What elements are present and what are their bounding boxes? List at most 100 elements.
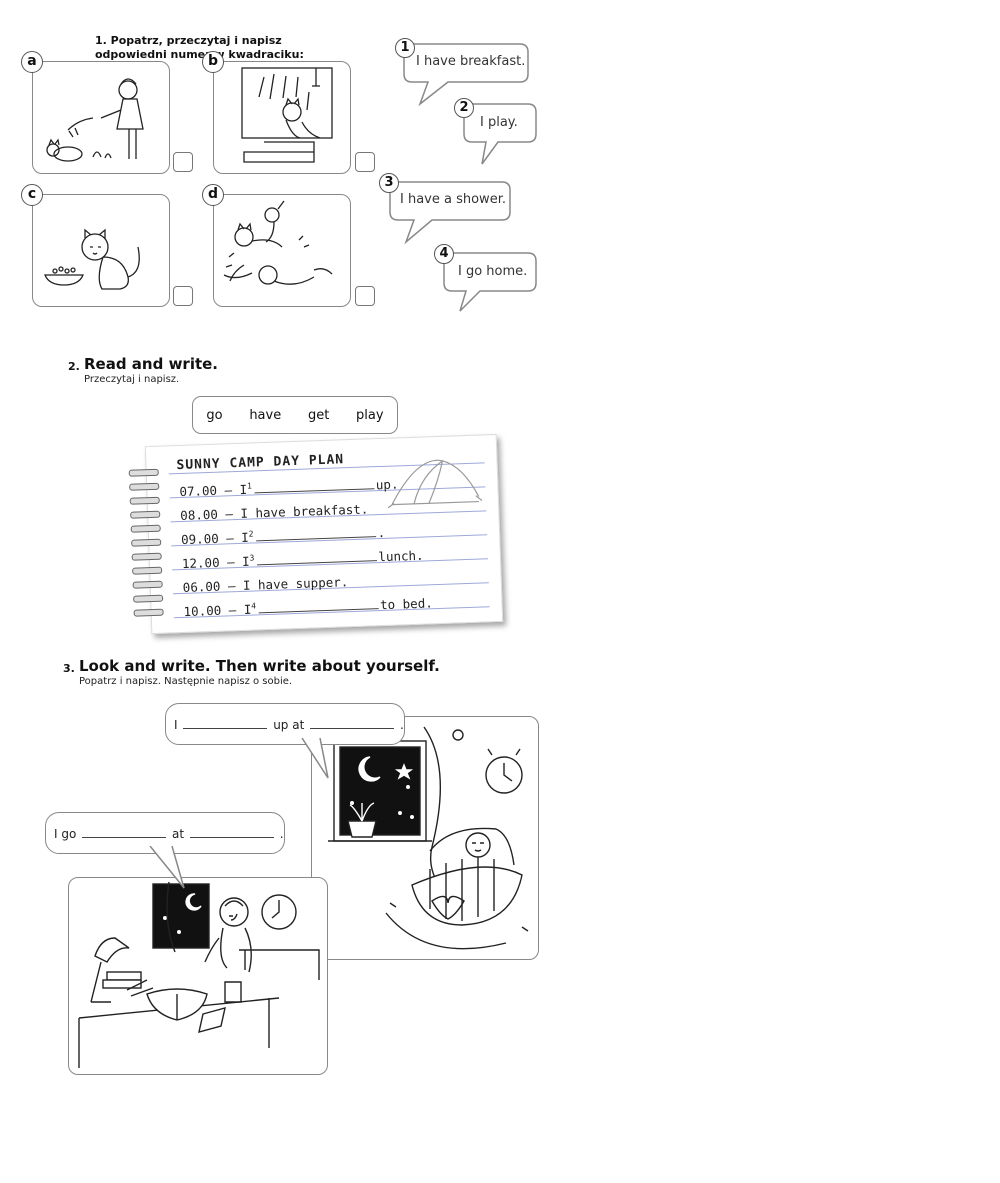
bubble-1-number: 1 — [395, 38, 415, 58]
plan-line-3-gap-number: 2 — [248, 529, 254, 539]
child-desk-night-icon — [78, 881, 320, 1068]
word-bank-item: have — [249, 407, 282, 423]
sentence-left-word-3: . — [279, 827, 284, 841]
plan-line-3-blank[interactable] — [255, 535, 376, 542]
picture-c-answer-box[interactable] — [173, 286, 193, 306]
bubble-top-tail — [301, 738, 329, 779]
picture-b-letter: b — [202, 51, 224, 73]
plan-line-4-time: 12.00 – I — [181, 553, 250, 572]
day-plan-notebook: SUNNY CAMP DAY PLAN 07.00 – I1 up. 08.00 … — [128, 433, 504, 635]
plan-line-3-end: . — [377, 525, 386, 541]
spiral-ring — [128, 468, 159, 477]
word-bank-item: go — [206, 407, 223, 423]
spiral-ring — [132, 566, 163, 575]
sentence-left-word-1: I go — [54, 827, 77, 841]
sentence-left-blank-2[interactable] — [189, 836, 274, 838]
tent-icon — [387, 459, 483, 509]
plan-line-1-gap-number: 1 — [246, 481, 253, 491]
plan-line-4-end: lunch. — [378, 547, 424, 565]
bubble-2-text: I play. — [480, 115, 518, 130]
picture-d-answer-box[interactable] — [355, 286, 375, 306]
spiral-ring — [131, 552, 162, 561]
picture-a-frame — [32, 61, 170, 174]
word-bank-item: get — [307, 407, 330, 423]
sentence-top-word-3: . — [399, 718, 404, 732]
picture-b-answer-box[interactable] — [355, 152, 375, 172]
exercise2-number: 2. — [68, 360, 80, 373]
bubble-1-shape — [403, 43, 529, 107]
sentence-top-word-1: I — [174, 718, 178, 732]
plan-line-3: 09.00 – I2. — [181, 525, 385, 547]
cat-food-bowl-icon — [44, 228, 140, 290]
sentence-left-word-2: at — [171, 827, 185, 841]
sentence-top-word-2: up at — [273, 718, 305, 732]
picture-b-frame — [213, 61, 351, 174]
sentence-bubble-top: I up at . — [165, 703, 405, 745]
plan-line-1-time: 07.00 – I — [179, 481, 248, 500]
exercise1-instruction-line1: 1. Popatrz, przeczytaj i napisz — [95, 34, 282, 47]
plan-line-4-gap-number: 3 — [249, 553, 255, 563]
plan-line-4: 12.00 – I3 lunch. — [181, 547, 424, 572]
exercise2-title: Read and write. — [84, 355, 219, 373]
sentence-top-blank-1[interactable] — [183, 727, 268, 729]
bubble-3-text: I have a shower. — [400, 192, 506, 207]
exercise3-subtitle: Popatrz i napisz. Następnie napisz o sob… — [79, 676, 293, 687]
plan-line-6-time: 10.00 – I — [183, 601, 252, 620]
picture-a-letter: a — [21, 51, 43, 73]
plan-line-2-text: 08.00 – I have breakfast. — [180, 501, 369, 524]
plan-line-5: 06.00 – I have supper. — [183, 574, 349, 595]
exercise1-instruction-line2: odpowiedni numer w kwadraciku: — [95, 48, 304, 61]
spiral-ring — [133, 608, 164, 617]
cats-playing-icon — [223, 200, 333, 285]
spiral-ring — [133, 594, 164, 603]
bubble-left-tail — [149, 846, 185, 889]
picture-a-answer-box[interactable] — [173, 152, 193, 172]
child-bedroom-picture — [68, 877, 328, 1075]
plan-line-1: 07.00 – I1 up. — [179, 476, 399, 500]
spiral-ring — [130, 524, 161, 533]
sentence-bubble-left: I go at . — [45, 812, 285, 854]
spiral-ring — [130, 510, 161, 519]
word-bank: go have get play — [192, 396, 398, 434]
bubble-2-shape — [463, 103, 537, 165]
spiral-ring — [132, 580, 163, 589]
notebook-title: SUNNY CAMP DAY PLAN — [176, 452, 345, 474]
sentence-top-blank-2[interactable] — [310, 727, 395, 729]
cat-shower-icon — [241, 67, 333, 163]
spiral-ring — [131, 538, 162, 547]
bubble-4-shape — [443, 252, 537, 312]
spiral-ring — [129, 496, 160, 505]
picture-c-letter: c — [21, 184, 43, 206]
bubble-3-shape — [389, 181, 511, 245]
sentence-top-line: I up at . — [174, 718, 404, 732]
exercise1-instruction: 1. Popatrz, przeczytaj i napisz odpowied… — [95, 34, 304, 62]
exercise3-title: Look and write. Then write about yoursel… — [79, 657, 440, 675]
bubble-4-number: 4 — [434, 244, 454, 264]
plan-line-5-text: 06.00 – I have supper. — [182, 574, 349, 595]
baby-bedroom-picture — [311, 716, 539, 960]
exercise1-speech-bubbles — [389, 43, 537, 312]
plan-line-2: 08.00 – I have breakfast. — [180, 501, 369, 523]
cat-garden-hose-icon — [46, 78, 144, 162]
picture-d-frame — [213, 194, 351, 307]
plan-line-1-end: up. — [375, 476, 399, 493]
plan-line-6-blank[interactable] — [258, 607, 379, 614]
plan-line-3-time: 09.00 – I — [180, 529, 250, 548]
picture-d-letter: d — [202, 184, 224, 206]
bubble-2-number: 2 — [454, 98, 474, 118]
exercise3-number: 3. — [63, 662, 75, 675]
bubble-3-number: 3 — [379, 173, 399, 193]
exercise2-subtitle: Przeczytaj i napisz. — [84, 374, 180, 385]
sentence-left-line: I go at . — [54, 827, 284, 841]
spiral-ring — [129, 482, 160, 491]
plan-line-6-end: to bed. — [379, 595, 433, 613]
picture-c-frame — [32, 194, 170, 307]
bubble-4-text: I go home. — [458, 264, 528, 279]
plan-line-6-gap-number: 4 — [251, 601, 257, 611]
bubble-1-text: I have breakfast. — [416, 54, 526, 69]
baby-cradle-night-icon — [328, 726, 529, 950]
sentence-left-blank-1[interactable] — [82, 836, 167, 838]
plan-line-6: 10.00 – I4 to bed. — [183, 595, 433, 619]
plan-line-4-blank[interactable] — [256, 559, 377, 566]
plan-line-1-blank[interactable] — [254, 487, 375, 494]
